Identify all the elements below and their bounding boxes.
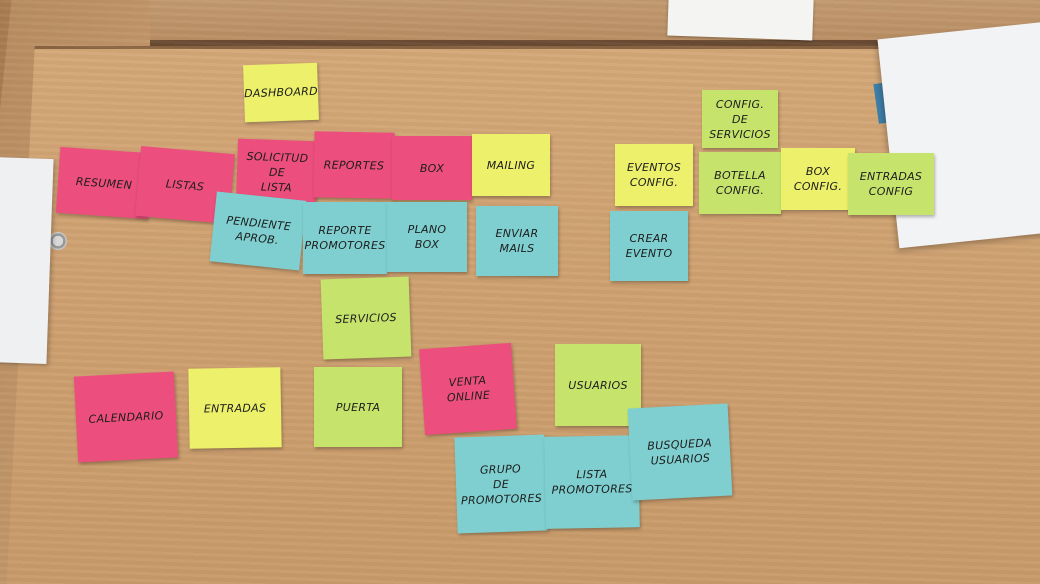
- note-entradas-config: ENTRADAS CONFIG: [848, 153, 934, 215]
- note-reportes: REPORTES: [313, 131, 395, 199]
- note-eventos-config: EVENTOS CONFIG.: [615, 144, 693, 206]
- note-botella-config: BOTELLA CONFIG.: [699, 152, 781, 214]
- note-puerta: PUERTA: [314, 367, 402, 447]
- note-config-de-servicios: CONFIG. DE SERVICIOS: [702, 90, 778, 148]
- paper-sheets-top: [667, 0, 814, 41]
- note-enviar-mails: ENVIAR MAILS: [476, 206, 558, 276]
- note-reporte-promotores: REPORTE PROMOTORES: [303, 202, 387, 274]
- note-plano-box: PLANO BOX: [387, 202, 467, 272]
- note-venta-online: VENTA ONLINE: [419, 342, 517, 436]
- note-pendiente-aprob: PENDIENTE APROB.: [209, 191, 307, 271]
- note-mailing: MAILING: [472, 134, 550, 196]
- paper-sheet-left: [0, 157, 54, 364]
- note-crear-evento: CREAR EVENTO: [610, 211, 688, 281]
- note-busqueda-usuarios: BUSQUEDA USUARIOS: [627, 403, 733, 501]
- note-entradas: ENTRADAS: [188, 367, 282, 449]
- note-servicios: SERVICIOS: [320, 276, 412, 360]
- note-dashboard: DASHBOARD: [243, 62, 319, 123]
- note-calendario: CALENDARIO: [73, 371, 179, 463]
- note-grupo-de-promotores: GRUPO DE PROMOTORES: [454, 434, 548, 534]
- note-box-config: BOX CONFIG.: [781, 148, 855, 210]
- note-lista-promotores: LISTA PROMOTORES: [544, 435, 640, 529]
- note-box: BOX: [392, 136, 472, 200]
- desk-knob: [49, 232, 67, 250]
- note-usuarios: USUARIOS: [555, 344, 641, 426]
